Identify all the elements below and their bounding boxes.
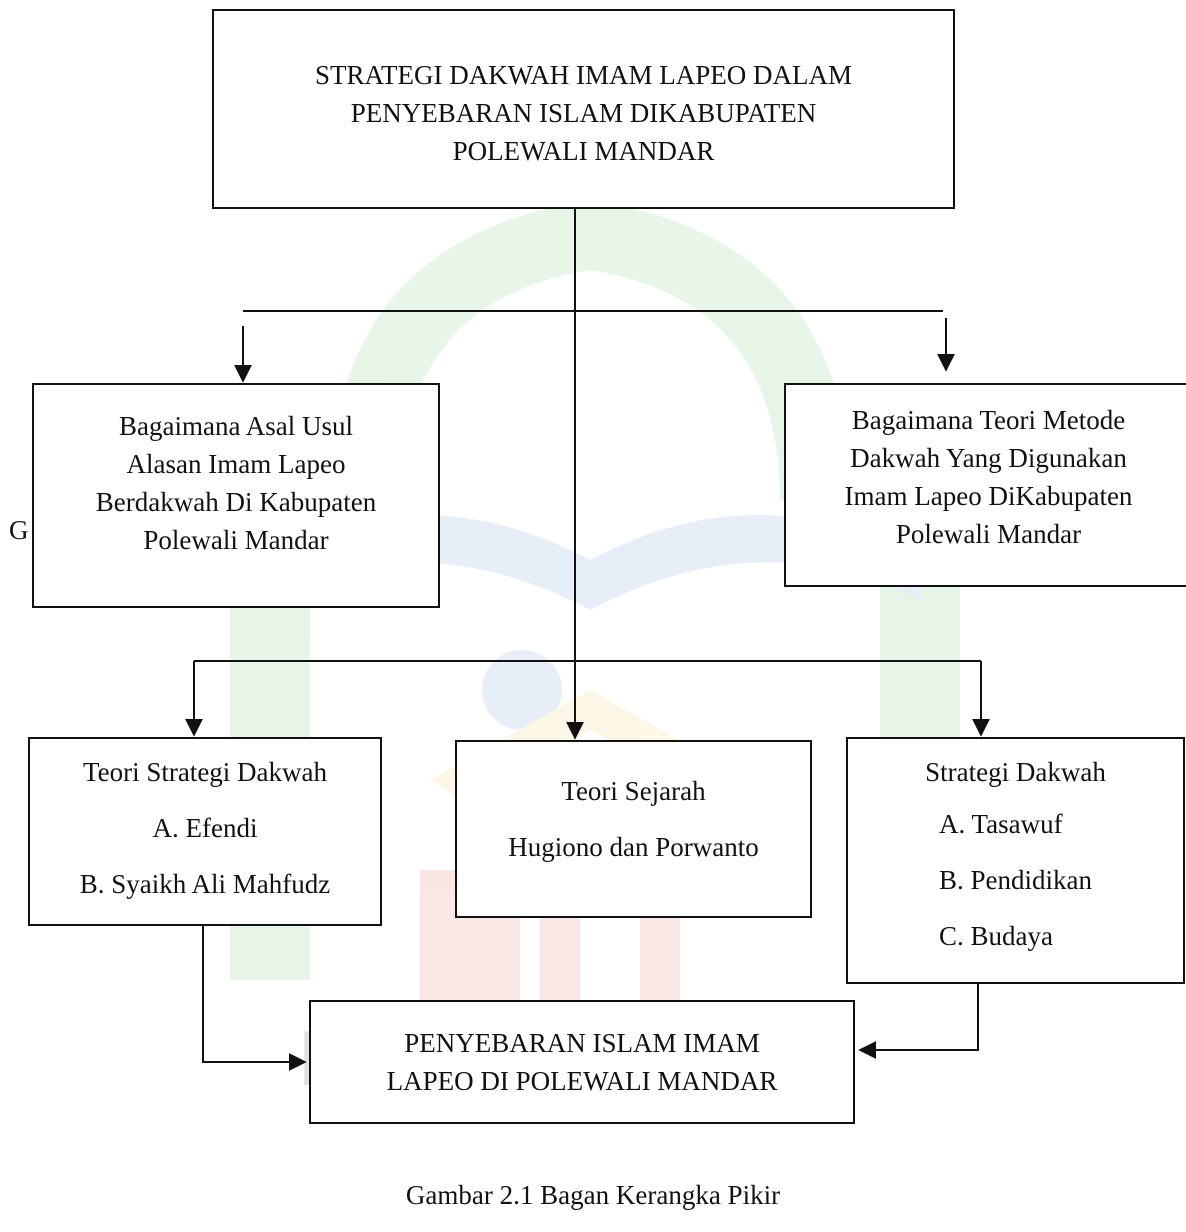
title-line-3: POLEWALI MANDAR bbox=[452, 136, 715, 166]
final-line-1: PENYEBARAN ISLAM IMAM bbox=[404, 1028, 760, 1058]
left-connector-to-final bbox=[202, 926, 307, 1071]
title-box: STRATEGI DAKWAH IMAM LAPEO DALAM PENYEBA… bbox=[212, 9, 955, 209]
method-line-4: Polewali Mandar bbox=[895, 519, 1082, 549]
theory-strategy-item-b: B. Syaikh Ali Mahfudz bbox=[79, 869, 331, 899]
dakwah-strategy-item-c: C. Budaya bbox=[939, 921, 1053, 951]
theory-strategy-box: Teori Strategi Dakwah A. Efendi B. Syaik… bbox=[28, 737, 382, 926]
origin-line-1: Bagaimana Asal Usul bbox=[119, 411, 353, 441]
title-line-2: PENYEBARAN ISLAM DIKABUPATEN bbox=[350, 98, 817, 128]
watermark-dome bbox=[330, 200, 850, 500]
title-line-1: STRATEGI DAKWAH IMAM LAPEO DALAM bbox=[315, 60, 852, 90]
dakwah-strategy-title: Strategi Dakwah bbox=[925, 757, 1106, 787]
origin-line-4: Polewali Mandar bbox=[143, 525, 329, 555]
origin-line-2: Alasan Imam Lapeo bbox=[126, 449, 346, 479]
method-line-2: Dakwah Yang Digunakan bbox=[850, 443, 1127, 473]
dakwah-strategy-list: A. Tasawuf B. Pendidikan C. Budaya bbox=[939, 805, 1092, 973]
figure-caption: Gambar 2.1 Bagan Kerangka Pikir bbox=[405, 1180, 781, 1210]
history-theory-title: Teori Sejarah bbox=[561, 776, 706, 806]
method-question-box: Bagaimana Teori Metode Dakwah Yang Digun… bbox=[784, 383, 1186, 587]
origin-question-box: Bagaimana Asal Usul Alasan Imam Lapeo Be… bbox=[32, 383, 440, 608]
method-line-1: Bagaimana Teori Metode bbox=[851, 405, 1126, 435]
dakwah-strategy-item-a: A. Tasawuf bbox=[939, 809, 1063, 839]
origin-line-3: Berdakwah Di Kabupaten bbox=[95, 487, 377, 517]
theory-strategy-title: Teori Strategi Dakwah bbox=[82, 757, 328, 787]
history-theory-box: Teori Sejarah Hugiono dan Porwanto bbox=[455, 740, 812, 918]
right-connector-to-final bbox=[858, 984, 979, 1059]
history-theory-item: Hugiono dan Porwanto bbox=[508, 832, 759, 862]
final-outcome-box: PENYEBARAN ISLAM IMAM LAPEO DI POLEWALI … bbox=[309, 1000, 855, 1124]
final-line-2: LAPEO DI POLEWALI MANDAR bbox=[386, 1066, 778, 1096]
stray-character: G bbox=[9, 515, 29, 545]
watermark-globe bbox=[482, 650, 562, 730]
dakwah-strategy-box: Strategi Dakwah A. Tasawuf B. Pendidikan… bbox=[846, 737, 1185, 984]
dakwah-strategy-item-b: B. Pendidikan bbox=[939, 865, 1092, 895]
theory-strategy-item-a: A. Efendi bbox=[152, 813, 258, 843]
method-line-3: Imam Lapeo DiKabupaten bbox=[844, 481, 1133, 511]
